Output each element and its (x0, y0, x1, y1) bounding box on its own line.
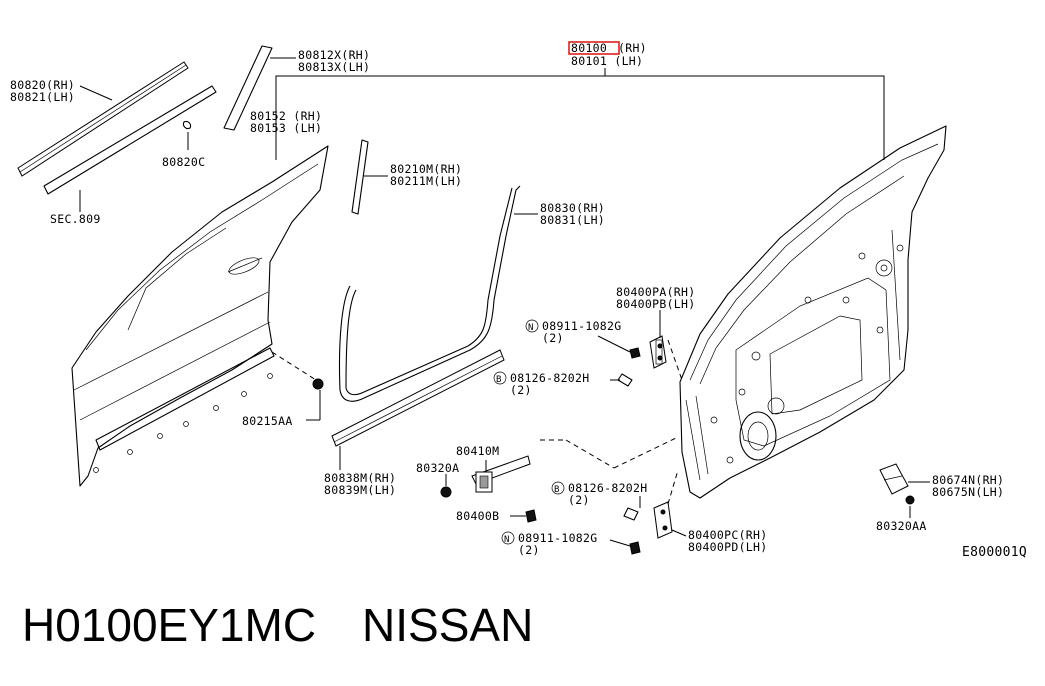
label-80152[interactable]: 80152 (RH) (250, 109, 322, 123)
label-08126-upper-qty: (2) (510, 383, 532, 397)
bolt-08126-upper: B 08126-8202H (2) (493, 371, 633, 397)
label-80320a[interactable]: 80320A (416, 461, 459, 475)
prefix-b-upper: B (496, 375, 502, 385)
footer-part-number: H0100EY1MC (22, 599, 317, 651)
label-80675n[interactable]: 80675N(LH) (932, 485, 1004, 499)
footer-caption: H0100EY1MC NISSAN (22, 598, 533, 652)
weatherstrip-80830: 80830(RH) 80831(LH) (338, 185, 605, 402)
highlight-box (568, 41, 620, 55)
label-08911-lower-qty: (2) (518, 543, 540, 557)
nut-08911-upper: N 08911-1082G (2) (525, 319, 641, 359)
label-80101[interactable]: 80101 (LH) (571, 54, 643, 68)
striker-80674n: 80674N(RH) 80675N(LH) (879, 463, 1004, 499)
label-80400b[interactable]: 80400B (456, 509, 499, 523)
label-08911-upper-qty: (2) (542, 331, 564, 345)
label-80674n[interactable]: 80674N(RH) (932, 473, 1004, 487)
door-assembly-callout: 80100 (RH) 80101 (LH) (275, 41, 885, 160)
weatherstrip-80838m: 80838M(RH) 80839M(LH) (324, 349, 505, 497)
label-80812x[interactable]: 80812X(RH) (298, 48, 370, 62)
label-80211m[interactable]: 80211M(LH) (390, 174, 462, 188)
label-80820[interactable]: 80820(RH) (10, 78, 75, 92)
label-80215aa[interactable]: 80215AA (242, 414, 293, 428)
label-80100[interactable]: 80100 (571, 41, 607, 55)
label-80400pd[interactable]: 80400PD(LH) (688, 540, 767, 554)
label-08126-upper[interactable]: 08126-8202H (510, 371, 589, 385)
nut-08911-lower: N 08911-1082G (2) (501, 531, 641, 557)
prefix-n-upper: N (528, 323, 534, 333)
check-link-80410m: 80410M (456, 437, 677, 493)
molding-clips (93, 373, 273, 473)
label-80410m[interactable]: 80410M (456, 444, 499, 458)
label-80153[interactable]: 80153 (LH) (250, 121, 322, 135)
prefix-b-lower: B (554, 485, 560, 495)
label-80830[interactable]: 80830(RH) (540, 201, 605, 215)
prefix-n-lower: N (504, 535, 510, 545)
bolt-80320a: 80320A (416, 461, 459, 498)
finisher-80812x: 80812X(RH) 80813X(LH) (223, 45, 370, 131)
label-08126-lower[interactable]: 08126-8202H (568, 481, 647, 495)
label-08911-lower[interactable]: 08911-1082G (518, 531, 597, 545)
door-inner-panel (679, 125, 947, 499)
label-80100-rh: (RH) (618, 41, 647, 55)
footer-brand: NISSAN (362, 599, 534, 651)
label-08911-upper[interactable]: 08911-1082G (542, 319, 621, 333)
label-80831[interactable]: 80831(LH) (540, 213, 605, 227)
molding-80820: 80820(RH) 80821(LH) SEC.809 (10, 61, 217, 226)
label-80839m[interactable]: 80839M(LH) (324, 483, 396, 497)
sash-80210m: 80210M(RH) 80211M(LH) (351, 139, 462, 215)
label-80210m[interactable]: 80210M(RH) (390, 162, 462, 176)
label-80821[interactable]: 80821(LH) (10, 90, 75, 104)
hinge-lower-80400pc: 80400PC(RH) 80400PD(LH) (653, 469, 767, 554)
hinge-upper-80400pa: 80400PA(RH) 80400PB(LH) (616, 285, 695, 381)
label-80400pc[interactable]: 80400PC(RH) (688, 528, 767, 542)
label-80400pb[interactable]: 80400PB(LH) (616, 297, 695, 311)
diagram-code: E800001Q (962, 545, 1027, 560)
label-sec809[interactable]: SEC.809 (50, 212, 101, 226)
clip-80820c: 80820C (162, 120, 205, 169)
clip-80215aa: 80215AA (242, 378, 324, 428)
bolt-08126-lower: B 08126-8202H (2) (551, 481, 647, 521)
bolt-80400b: 80400B (456, 509, 537, 523)
door-outer-panel: 80152 (RH) 80153 (LH) (71, 109, 329, 487)
label-80813x[interactable]: 80813X(LH) (298, 60, 370, 74)
label-80838m[interactable]: 80838M(RH) (324, 471, 396, 485)
label-80820c[interactable]: 80820C (162, 155, 205, 169)
bolt-80320aa: 80320AA (876, 495, 927, 533)
label-08126-lower-qty: (2) (568, 493, 590, 507)
label-80400pa[interactable]: 80400PA(RH) (616, 285, 695, 299)
label-80320aa[interactable]: 80320AA (876, 519, 927, 533)
